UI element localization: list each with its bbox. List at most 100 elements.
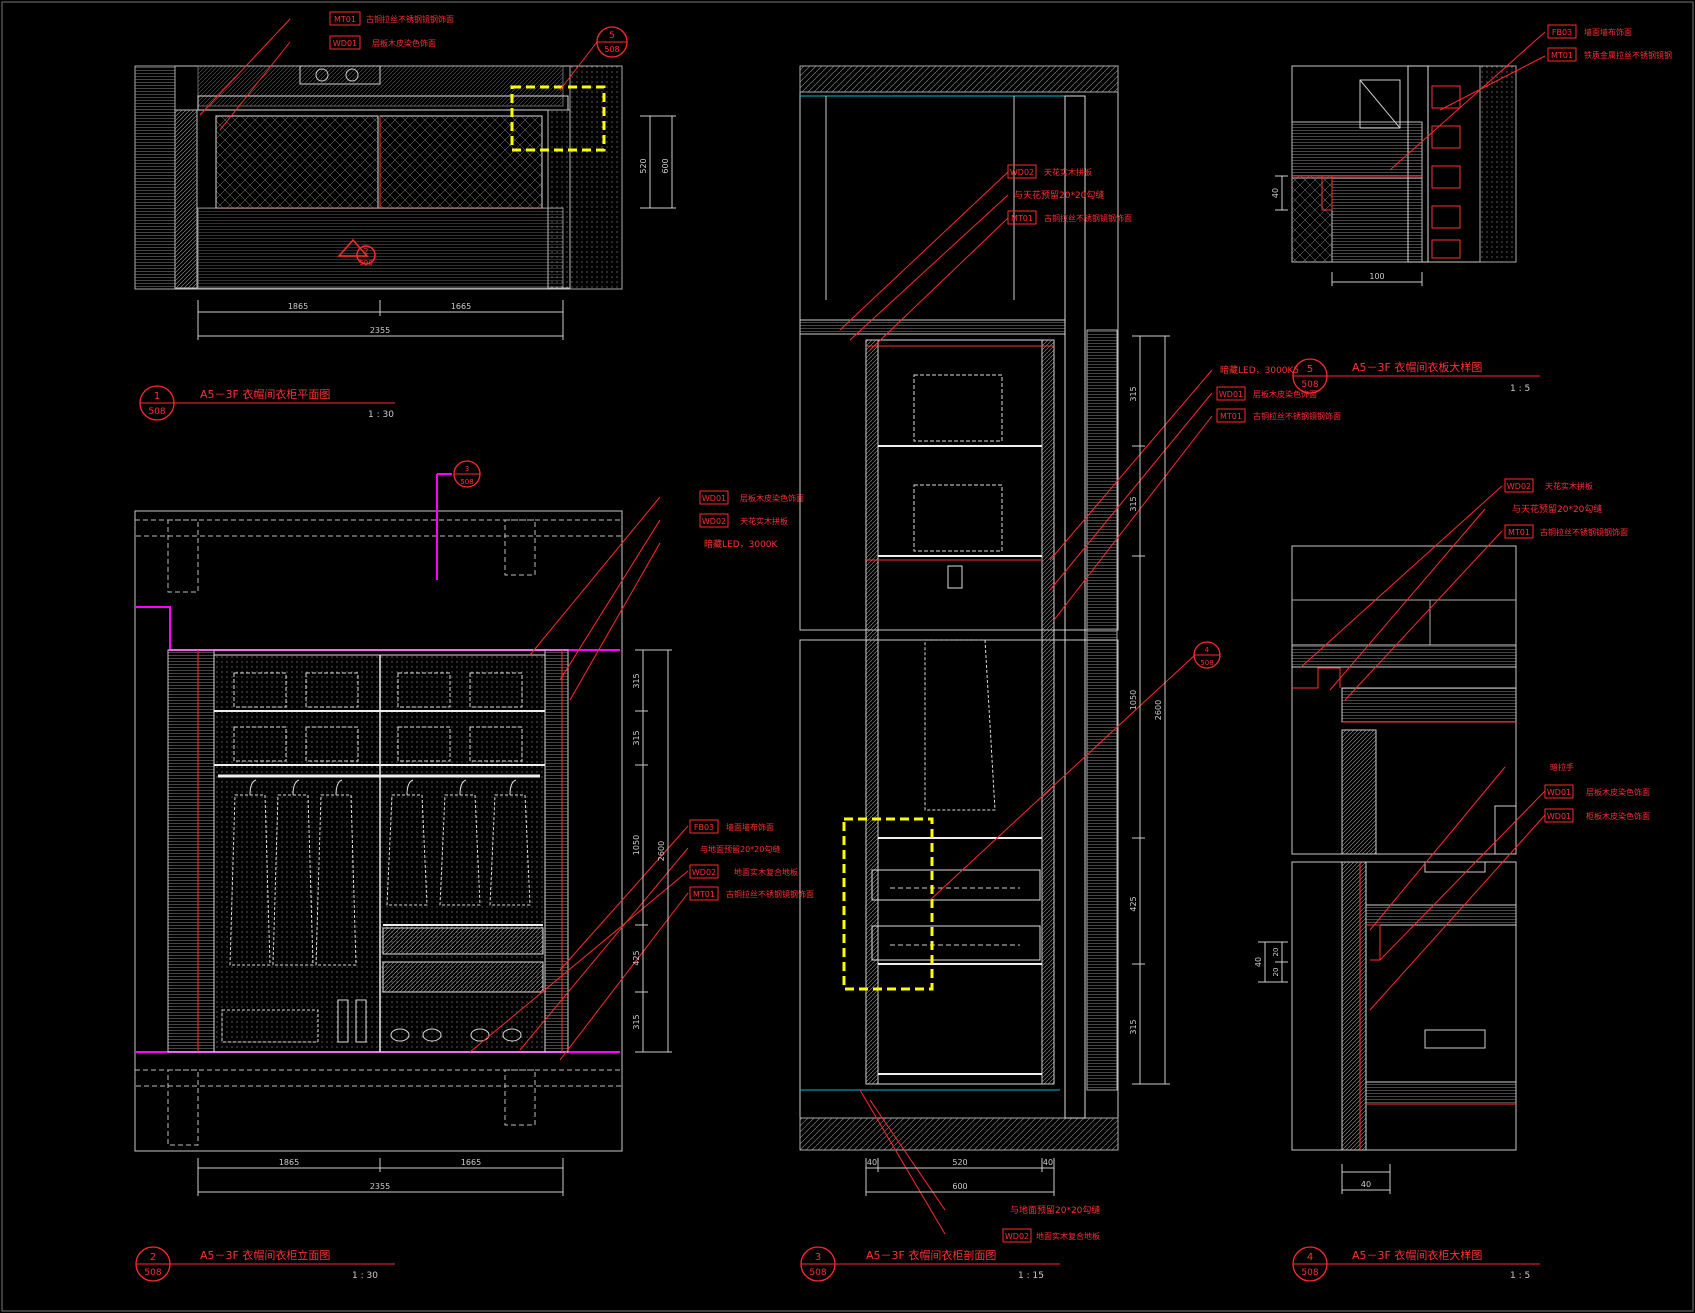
sec-bot-note-2-text: 地面实木复合地板	[1036, 1231, 1100, 1241]
d4-top-note-1-tag: WD02	[1507, 482, 1531, 491]
detail4-dim-lines	[1258, 941, 1391, 1194]
sec-top-note-1-tag: WD02	[1010, 168, 1034, 177]
detail4-title-sheet: 508	[1301, 1268, 1318, 1278]
sec-top-note-3-tag-box	[1007, 210, 1037, 225]
plan-note-1-tag: MT01	[334, 15, 356, 24]
sec-mid-note-2-tag-box	[1216, 386, 1246, 401]
elev-dim-v4: 425	[632, 950, 641, 965]
elev-note-5-text: 与地面预留20*20勾缝	[700, 844, 780, 854]
plan-note-1-text: 古铜拉丝不锈钢镜钢饰面	[366, 14, 454, 24]
elev-note-6-tag-box	[689, 864, 719, 879]
sec-mid-note-3-text: 古铜拉丝不锈钢镜钢饰面	[1253, 411, 1341, 421]
sec-dim-v3: 1050	[1129, 690, 1138, 710]
d4-dim-4: 40	[1361, 1180, 1371, 1189]
plan-note-1-tag-box	[329, 11, 361, 26]
sec-top-note-3-text: 古铜拉丝不锈钢镜钢饰面	[1044, 213, 1132, 223]
sec-top-note-3-tag: MT01	[1011, 214, 1033, 223]
sec-dim-v4: 425	[1129, 896, 1138, 911]
sec-dim-2: 520	[952, 1158, 967, 1167]
sec-mid-note-1-text: 暗藏LED，3000K5	[1220, 364, 1299, 376]
sec-mid-note-2-text: 层板木皮染色饰面	[1253, 389, 1317, 399]
sec-dim-v1: 315	[1129, 386, 1138, 401]
detail5-scale: 1 : 5	[1510, 384, 1530, 394]
elev-note-4-text: 墙面墙布饰面	[726, 822, 774, 832]
elev-dim-v5: 315	[632, 1014, 641, 1029]
d5-note-2-tag: MT01	[1551, 51, 1573, 60]
elev-dim-v1: 315	[632, 673, 641, 688]
section-title-sheet: 508	[809, 1268, 826, 1278]
d4-dim-3: 20	[1272, 968, 1280, 977]
detail4-scale: 1 : 5	[1510, 1271, 1530, 1281]
d4-mid-note-3-tag: WD01	[1547, 812, 1571, 821]
section-detail-highlight	[842, 817, 934, 991]
d4-top-note-2-text: 与天花预留20*20勾缝	[1512, 503, 1602, 515]
elev-leader-lines	[469, 496, 689, 1061]
plan-scale: 1 : 30	[368, 410, 394, 420]
elev-section-mark-sheet: 508	[460, 478, 473, 486]
elev-note-1-tag-box	[699, 490, 729, 505]
sec-mid-note-3-tag: MT01	[1220, 412, 1242, 421]
elev-dim-2: 1665	[461, 1158, 481, 1167]
d5-note-1-tag-box	[1547, 24, 1577, 39]
elev-note-4-tag-box	[689, 819, 719, 834]
plan-title-number: 1	[154, 391, 160, 402]
d4-top-note-1-tag-box	[1504, 478, 1534, 493]
elev-section-mark-number: 3	[465, 465, 469, 473]
d4-mid-note-2-tag-box	[1544, 784, 1574, 799]
d4-top-note-3-tag-box	[1504, 524, 1534, 539]
elev-note-2-tag-box	[699, 513, 729, 528]
detail5-view	[1291, 65, 1517, 263]
detail4-title: A5－3F 衣帽间衣柜大样图	[1352, 1248, 1482, 1262]
section-scale: 1 : 15	[1018, 1271, 1044, 1281]
plan-view	[134, 65, 623, 290]
plan-elev-mark-sheet: 508	[359, 259, 372, 267]
elev-note-6-text: 地面实木复合地板	[734, 867, 798, 877]
plan-note-2-text: 层板木皮染色饰面	[372, 38, 436, 48]
d4-top-note-1-text: 天花实木拼板	[1545, 481, 1593, 491]
elev-note-3-text: 暗藏LED，3000K	[704, 538, 779, 550]
plan-title: A5－3F 衣帽间衣柜平面图	[200, 387, 330, 401]
plan-callout-sheet: 508	[604, 45, 619, 54]
elev-dim-1: 1865	[279, 1158, 299, 1167]
d5-note-2-tag-box	[1547, 47, 1577, 62]
d4-mid-note-1-text: 暗拉手	[1550, 762, 1574, 772]
sec-dim-v2: 315	[1129, 496, 1138, 511]
d5-dim-1: 40	[1271, 188, 1280, 198]
d4-mid-note-3-text: 柜板木皮染色饰面	[1586, 811, 1650, 821]
sec-top-note-2-text: 与天花预留20*20勾缝	[1014, 189, 1104, 201]
detail5-title-sheet: 508	[1301, 380, 1318, 390]
plan-note-2-tag-box	[329, 35, 361, 50]
elev-scale: 1 : 30	[352, 1271, 378, 1281]
sec-callout-sheet: 508	[1200, 659, 1213, 667]
d5-dim-2: 100	[1369, 272, 1384, 281]
detail5-dim-lines	[1275, 175, 1423, 286]
plan-dim-total: 2355	[370, 326, 390, 335]
elev-note-7-text: 古铜拉丝不锈钢镜钢饰面	[726, 889, 814, 899]
plan-callout-number: 5	[609, 31, 615, 41]
elev-note-1-text: 层板木皮染色饰面	[740, 493, 804, 503]
sec-bot-note-2-tag-box	[1002, 1228, 1032, 1243]
section-dim-lines	[865, 335, 1170, 1196]
elev-note-6-tag: WD02	[692, 868, 716, 877]
d5-note-1-text: 墙面墙布饰面	[1584, 27, 1632, 37]
sec-mid-note-2-tag: WD01	[1219, 390, 1243, 399]
plan-dim-1: 1865	[288, 302, 308, 311]
elev-title-number: 2	[150, 1252, 156, 1263]
elev-dim-vtotal: 2600	[657, 841, 666, 861]
detail4-title-number: 4	[1307, 1252, 1313, 1263]
plan-elev-mark-number: 2	[363, 247, 368, 256]
section-title: A5－3F 衣帽间衣柜剖面图	[866, 1248, 996, 1262]
d4-dim-2: 20	[1272, 948, 1280, 957]
d5-note-1-tag: FB03	[1552, 28, 1572, 37]
elev-dim-total: 2355	[370, 1182, 390, 1191]
d4-top-note-3-text: 古铜拉丝不锈钢镜钢饰面	[1540, 527, 1628, 537]
plan-note-2-tag: WD01	[333, 39, 357, 48]
sec-dim-v5: 315	[1129, 1019, 1138, 1034]
elev-dim-lines	[197, 649, 672, 1196]
detail4-view	[1291, 545, 1517, 1151]
detail5-leader-lines	[1389, 31, 1546, 171]
d4-mid-note-2-text: 层板木皮染色饰面	[1586, 787, 1650, 797]
plan-title-sheet: 508	[148, 407, 165, 417]
